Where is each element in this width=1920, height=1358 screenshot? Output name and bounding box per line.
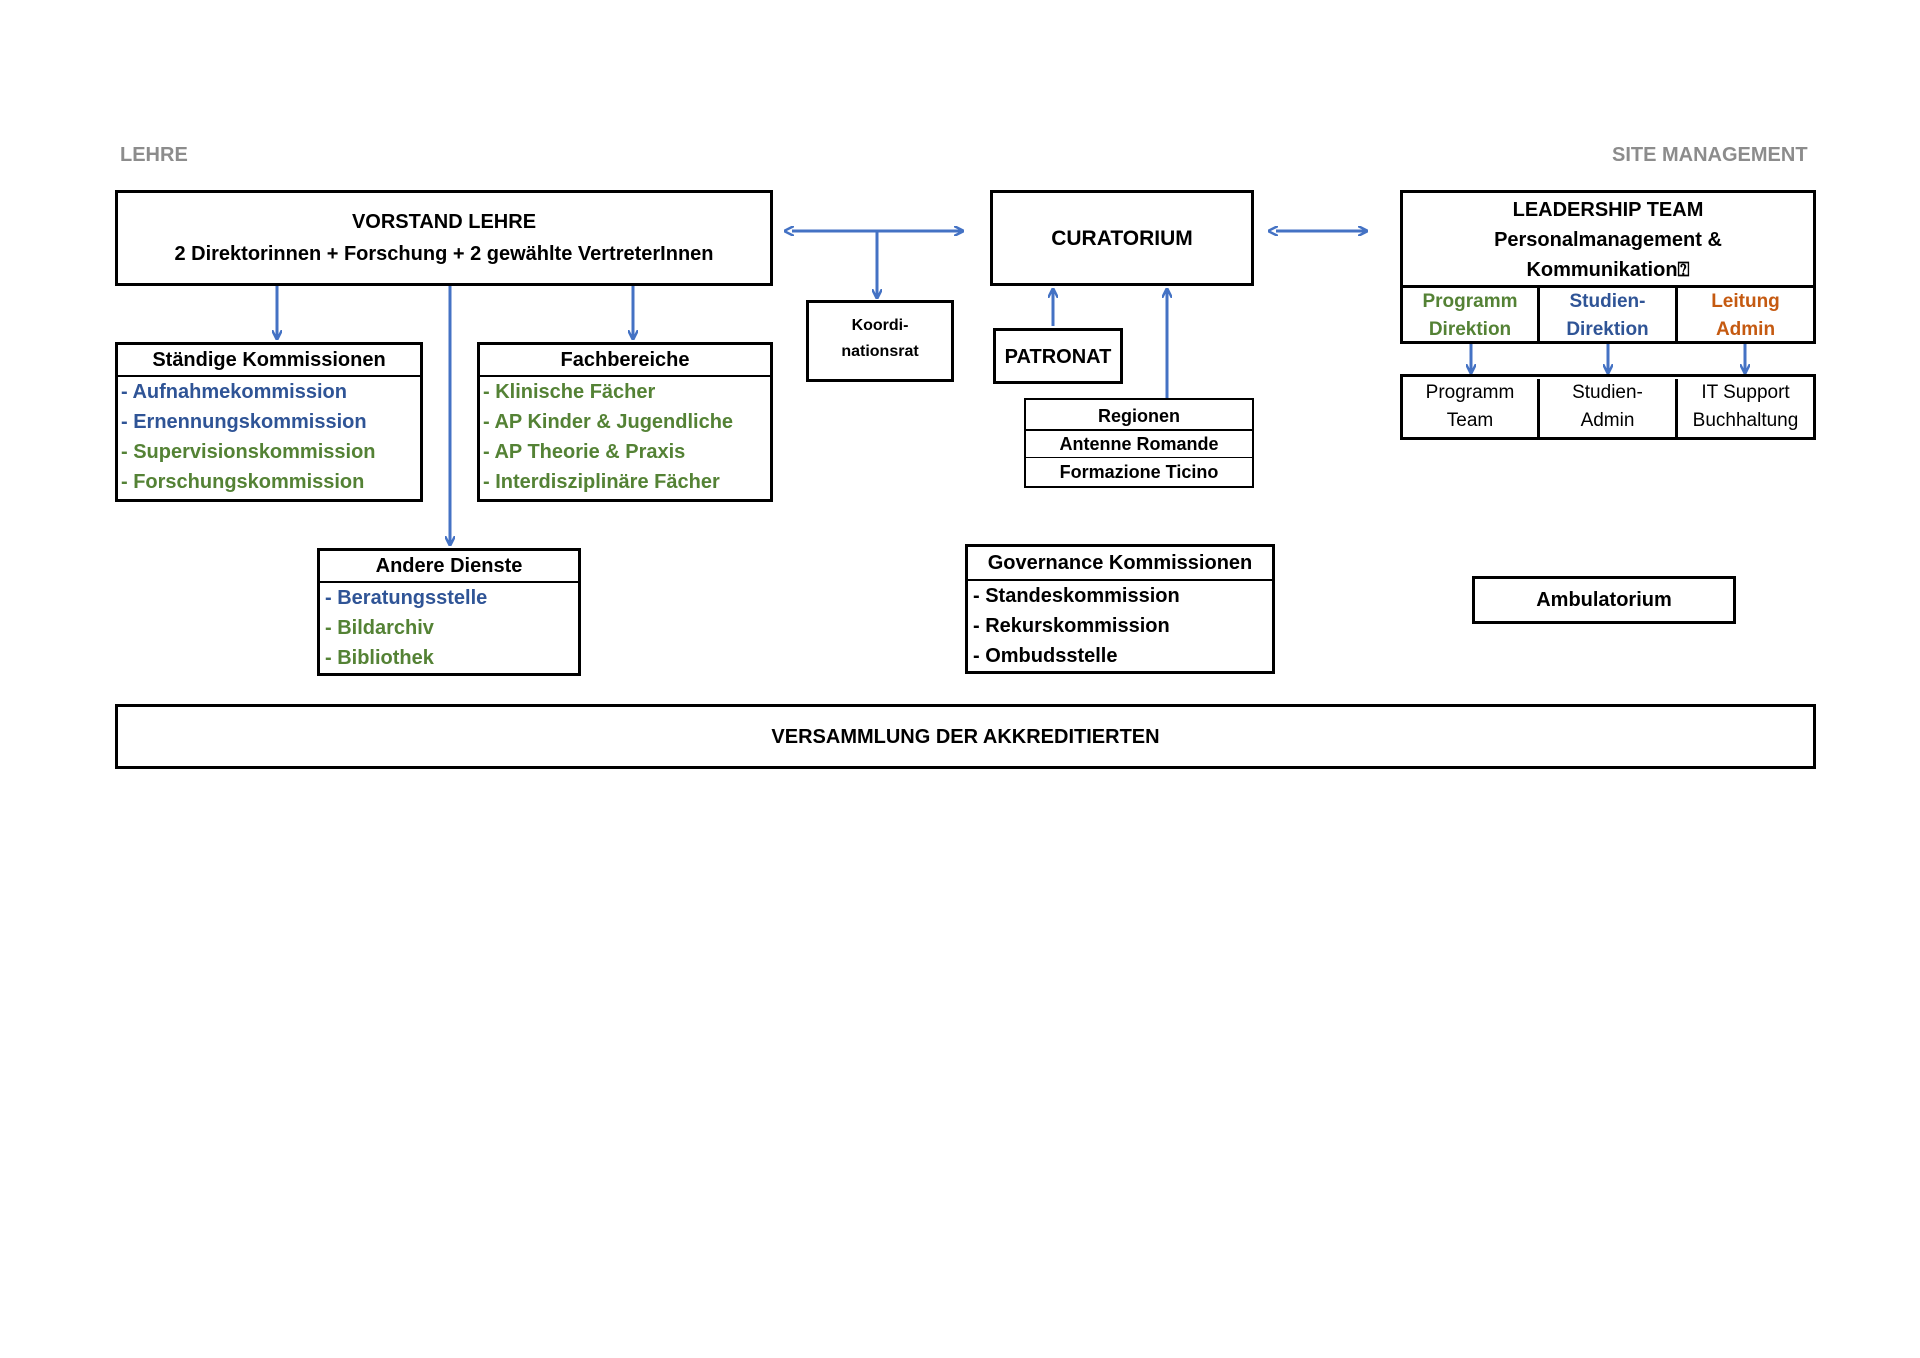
patronat-label: PATRONAT xyxy=(1004,346,1112,368)
team-studien-admin: Studien- Admin xyxy=(1540,379,1678,439)
koordinationsrat-line2: nationsrat xyxy=(841,343,919,360)
section-label-lehre: LEHRE xyxy=(120,144,188,166)
patronat-box: PATRONAT xyxy=(993,328,1123,384)
team-line: Buchhaltung xyxy=(1692,410,1799,431)
fachbereiche-item: - AP Kinder & Jugendliche xyxy=(483,411,734,433)
leadership-col-line: Programm xyxy=(1422,291,1518,312)
regionen-title: Regionen xyxy=(1026,403,1252,431)
regionen-item: Antenne Romande xyxy=(1026,431,1252,458)
team-it-support: IT Support Buchhaltung xyxy=(1678,379,1813,439)
koordinationsrat-line1: Koordi- xyxy=(851,317,909,334)
leadership-col-admin: Leitung Admin xyxy=(1678,288,1813,344)
vorstand-title: VORSTAND LEHRE xyxy=(351,211,537,233)
versammlung-box: VERSAMMLUNG DER AKKREDITIERTEN xyxy=(115,704,1816,769)
leadership-col-line: Admin xyxy=(1715,319,1776,340)
staendige-kommissionen-box: Ständige Kommissionen - Aufnahmekommissi… xyxy=(115,342,423,502)
governance-title: Governance Kommissionen xyxy=(968,547,1272,581)
governance-item: - Standeskommission xyxy=(973,585,1180,607)
leadership-col-programm: Programm Direktion xyxy=(1403,288,1540,344)
team-line: Team xyxy=(1446,410,1494,431)
koordinationsrat-box: Koordi- nationsrat xyxy=(806,300,954,382)
leadership-subtitle-2: Kommunikation⍰ xyxy=(1526,259,1690,281)
leadership-col-studien: Studien- Direktion xyxy=(1540,288,1678,344)
regionen-box: Regionen Antenne Romande Formazione Tici… xyxy=(1024,398,1254,488)
leadership-subtitle-1: Personalmanagement & xyxy=(1494,229,1722,251)
curatorium-label: CURATORIUM xyxy=(1051,227,1193,250)
curatorium-box: CURATORIUM xyxy=(990,190,1254,286)
team-line: Programm xyxy=(1425,382,1515,403)
regionen-item: Formazione Ticino xyxy=(1059,462,1219,482)
fachbereiche-box: Fachbereiche - Klinische Fächer - AP Kin… xyxy=(477,342,773,502)
team-line: Studien- xyxy=(1572,382,1643,403)
leadership-col-line: Studien- xyxy=(1569,291,1646,312)
andere-item: - Bildarchiv xyxy=(325,617,434,639)
team-line: Admin xyxy=(1580,410,1635,431)
leadership-team-box: LEADERSHIP TEAM Personalmanagement & Kom… xyxy=(1400,190,1816,344)
versammlung-label: VERSAMMLUNG DER AKKREDITIERTEN xyxy=(771,726,1160,748)
staendige-item: - Aufnahmekommission xyxy=(121,381,347,403)
governance-item: - Ombudsstelle xyxy=(973,645,1118,667)
staendige-item: - Forschungskommission xyxy=(121,471,365,493)
andere-title: Andere Dienste xyxy=(320,551,578,583)
leadership-col-line: Direktion xyxy=(1566,319,1649,340)
team-programm: Programm Team xyxy=(1403,379,1540,439)
leadership-col-line: Direktion xyxy=(1428,319,1512,340)
vorstand-lehre-box: VORSTAND LEHRE 2 Direktorinnen + Forschu… xyxy=(115,190,773,286)
vorstand-subtitle: 2 Direktorinnen + Forschung + 2 gewählte… xyxy=(174,243,714,265)
staendige-item: - Ernennungskommission xyxy=(121,411,367,433)
staendige-title: Ständige Kommissionen xyxy=(118,345,420,377)
governance-item: - Rekurskommission xyxy=(973,615,1170,637)
andere-item: - Bibliothek xyxy=(325,647,434,669)
staendige-item: - Supervisionskommission xyxy=(121,441,376,463)
leadership-title: LEADERSHIP TEAM xyxy=(1512,199,1704,221)
team-line: IT Support xyxy=(1701,382,1790,403)
leadership-divider xyxy=(1403,285,1813,288)
teams-box: Programm Team Studien- Admin IT Support … xyxy=(1400,374,1816,440)
fachbereiche-title: Fachbereiche xyxy=(480,345,770,377)
leadership-col-line: Leitung xyxy=(1711,291,1780,312)
andere-dienste-box: Andere Dienste - Beratungsstelle - Bilda… xyxy=(317,548,581,676)
ambulatorium-label: Ambulatorium xyxy=(1536,589,1672,611)
ambulatorium-box: Ambulatorium xyxy=(1472,576,1736,624)
fachbereiche-item: - Interdisziplinäre Fächer xyxy=(483,471,720,493)
governance-kommissionen-box: Governance Kommissionen - Standeskommiss… xyxy=(965,544,1275,674)
andere-item: - Beratungsstelle xyxy=(325,587,488,609)
fachbereiche-item: - Klinische Fächer xyxy=(483,381,656,403)
fachbereiche-item: - AP Theorie & Praxis xyxy=(483,441,686,463)
section-label-site-management: SITE MANAGEMENT xyxy=(1612,144,1808,166)
